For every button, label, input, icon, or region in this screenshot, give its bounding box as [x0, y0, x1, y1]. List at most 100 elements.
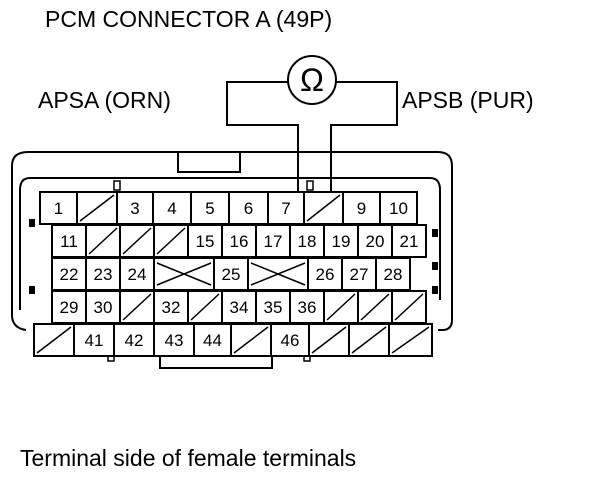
terminal-number: 9 — [357, 199, 366, 218]
terminal-cell: 46 — [270, 323, 310, 357]
terminal-cell: 43 — [153, 323, 195, 357]
empty-slot-slash — [122, 227, 152, 255]
apsa-probe-lead — [226, 81, 299, 225]
terminal-number: 46 — [281, 331, 300, 350]
apsa-label: APSA (ORN) — [38, 87, 171, 113]
terminal-number: 44 — [203, 331, 222, 350]
connector-latch — [177, 152, 241, 173]
empty-slot-slash — [311, 326, 347, 354]
terminal-cell: 21 — [391, 224, 427, 258]
right-key — [432, 229, 438, 237]
terminal-number: 1 — [54, 199, 63, 218]
bottom-tab — [159, 352, 273, 369]
terminal-cell: 35 — [255, 290, 291, 324]
terminal-cell: 19 — [323, 224, 359, 258]
terminal-number: 35 — [264, 298, 283, 317]
terminal-cell — [76, 191, 118, 225]
terminal-number: 22 — [60, 265, 79, 284]
terminal-cell: 23 — [85, 257, 121, 291]
terminal-cell: 34 — [221, 290, 257, 324]
empty-slot-slash — [360, 293, 390, 321]
terminal-number: 25 — [222, 265, 241, 284]
terminal-cell: 7 — [267, 191, 305, 225]
terminal-number: 17 — [264, 232, 283, 251]
terminal-cell: 16 — [221, 224, 257, 258]
terminal-cell: 15 — [187, 224, 223, 258]
terminal-number: 21 — [400, 232, 419, 251]
terminal-cell — [33, 323, 75, 357]
empty-slot-slash — [88, 227, 118, 255]
terminal-cell — [85, 224, 121, 258]
terminal-cell — [348, 323, 390, 357]
terminal-number: 19 — [332, 232, 351, 251]
empty-slot-slash — [36, 326, 72, 354]
terminal-number: 7 — [281, 199, 290, 218]
empty-slot-slash — [190, 293, 220, 321]
terminal-cell: 41 — [73, 323, 115, 357]
terminal-number: 5 — [205, 199, 214, 218]
terminal-cell: 22 — [51, 257, 87, 291]
terminal-number: 34 — [230, 298, 249, 317]
terminal-number: 28 — [384, 265, 403, 284]
terminal-cell: 20 — [357, 224, 393, 258]
empty-slot-slash — [306, 194, 341, 222]
terminal-cell: 11 — [51, 224, 87, 258]
empty-slot-slash — [394, 293, 424, 321]
right-key — [432, 262, 438, 270]
cross-mark — [156, 262, 212, 286]
terminal-cell: 26 — [307, 257, 343, 291]
terminal-number: 24 — [128, 265, 147, 284]
terminal-cell — [391, 290, 427, 324]
terminal-cell: 42 — [113, 323, 155, 357]
terminal-number: 16 — [230, 232, 249, 251]
empty-slot-slash — [351, 326, 387, 354]
terminal-number: 43 — [165, 331, 184, 350]
terminal-number: 6 — [244, 199, 253, 218]
empty-slot-slash — [233, 326, 269, 354]
ohmmeter-icon — [287, 55, 337, 105]
terminal-cell: 9 — [342, 191, 381, 225]
terminal-cell: 36 — [289, 290, 325, 324]
terminal-number: 3 — [130, 199, 139, 218]
left-key — [29, 286, 35, 294]
terminal-cell: 28 — [375, 257, 411, 291]
terminal-cell: 25 — [213, 257, 249, 291]
terminal-cell: 18 — [289, 224, 325, 258]
empty-slot-slash — [326, 293, 356, 321]
terminal-number: 15 — [196, 232, 215, 251]
connector-title: PCM CONNECTOR A (49P) — [45, 6, 333, 32]
terminal-cell — [119, 224, 155, 258]
terminal-cell: 10 — [379, 191, 418, 225]
terminal-cell — [119, 290, 155, 324]
terminal-number: 11 — [60, 232, 78, 251]
terminal-cell: 29 — [51, 290, 87, 324]
terminal-cell: 17 — [255, 224, 291, 258]
terminal-cell — [323, 290, 359, 324]
terminal-number: 32 — [162, 298, 181, 317]
left-key — [29, 219, 35, 227]
ohm-symbol: Ω — [300, 62, 324, 98]
terminal-cell — [153, 257, 215, 291]
terminal-cell: 30 — [85, 290, 121, 324]
terminal-cell: 27 — [341, 257, 377, 291]
terminal-number: 18 — [298, 232, 317, 251]
terminal-number: 10 — [389, 199, 408, 218]
terminal-number: 36 — [298, 298, 317, 317]
terminal-cell — [247, 257, 309, 291]
terminal-number: 26 — [316, 265, 335, 284]
terminal-cell — [187, 290, 223, 324]
cross-mark — [250, 262, 306, 286]
empty-slot-slash — [122, 293, 152, 321]
terminal-number: 4 — [167, 199, 176, 218]
empty-slot-slash — [79, 194, 115, 222]
terminal-cell: 32 — [153, 290, 189, 324]
terminal-cell: 44 — [193, 323, 232, 357]
top-tick — [306, 180, 314, 191]
right-key — [432, 286, 438, 294]
terminal-cell: 24 — [119, 257, 155, 291]
terminal-cell: 6 — [228, 191, 269, 225]
terminal-cell — [388, 323, 433, 357]
terminal-cell — [153, 224, 189, 258]
inner-frame — [19, 177, 441, 310]
